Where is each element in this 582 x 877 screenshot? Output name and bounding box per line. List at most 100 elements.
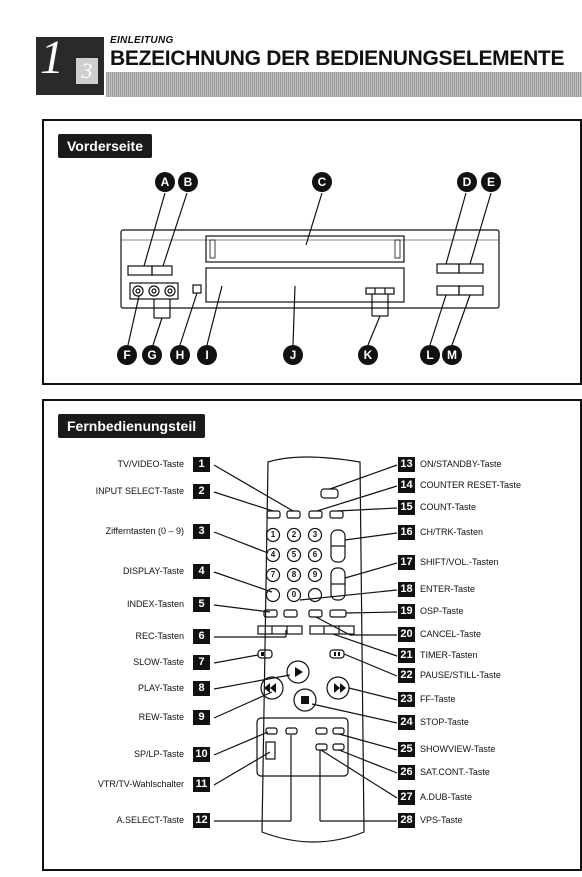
num-14: 14	[398, 478, 415, 493]
callout-g: G	[142, 345, 162, 365]
num-28: 28	[398, 813, 415, 828]
num-11: 11	[193, 777, 210, 792]
lower-compartment	[256, 717, 349, 777]
label-play: PLAY-Taste	[137, 683, 184, 693]
a-select-button	[285, 727, 298, 735]
keypad-digit-6: 6	[312, 550, 318, 559]
chapter-number: 1	[40, 31, 64, 84]
label-tv-video: TV/VIDEO-Taste	[117, 459, 184, 469]
label-shift-vol: SHIFT/VOL.-Tasten	[420, 557, 499, 567]
num-15: 15	[398, 500, 415, 515]
rec-buttons	[257, 625, 303, 635]
play-button	[286, 660, 310, 684]
num-20: 20	[398, 627, 415, 642]
label-count: COUNT-Taste	[420, 502, 477, 512]
rew-button	[260, 676, 284, 700]
num-5: 5	[193, 597, 210, 612]
av-jack-2	[148, 285, 160, 297]
num-26: 26	[398, 765, 415, 780]
sp-lp-button	[265, 727, 278, 735]
section-label: EINLEITUNG	[110, 35, 174, 46]
keypad-digit-0: 0	[291, 590, 297, 599]
callout-e: E	[481, 172, 501, 192]
chapter-sub-number: 3	[76, 58, 98, 84]
front-panel-title: Vorderseite	[58, 134, 152, 158]
num-21: 21	[398, 648, 415, 663]
keypad-digit-3: 3	[312, 530, 318, 539]
num-23: 23	[398, 692, 415, 707]
num-16: 16	[398, 525, 415, 540]
num-10: 10	[193, 747, 210, 762]
sat-cont-button	[332, 743, 345, 751]
av-jack-3	[164, 285, 176, 297]
num-27: 27	[398, 790, 415, 805]
keypad-digit-5: 5	[291, 550, 297, 559]
showview2-button	[332, 727, 345, 735]
keypad-digit-1: 1	[270, 530, 276, 539]
keypad-digit-2: 2	[291, 530, 297, 539]
page-title: BEZEICHNUNG DER BEDIENUNGSELEMENTE	[110, 47, 565, 70]
remote-body	[261, 456, 365, 843]
label-cancel: CANCEL-Taste	[420, 629, 482, 639]
label-index: INDEX-Tasten	[126, 599, 184, 609]
vcr-right-button-e	[458, 263, 484, 274]
pause-still-button	[329, 649, 345, 659]
label-display: DISPLAY-Taste	[122, 566, 184, 576]
keypad-digit-8: 8	[291, 570, 297, 579]
showview-button	[315, 727, 328, 735]
remote-panel-title: Fernbedienungsteil	[58, 414, 206, 438]
num-3: 3	[193, 524, 210, 539]
tracking-buttons	[365, 287, 395, 295]
tv-video-button	[286, 510, 301, 519]
stop-button	[293, 688, 317, 712]
num-2: 2	[193, 484, 210, 499]
num-6: 6	[193, 629, 210, 644]
label-pause-still: PAUSE/STILL-Taste	[420, 670, 501, 680]
vtr-tv-switch	[265, 741, 276, 760]
label-sat-cont: SAT.CONT.-Taste	[420, 767, 490, 777]
keypad-digit-4: 4	[270, 550, 276, 559]
num-18: 18	[398, 582, 415, 597]
num-4: 4	[193, 564, 210, 579]
num-25: 25	[398, 742, 415, 757]
label-timer: TIMER-Tasten	[420, 650, 478, 660]
label-vtr-tv: VTR/TV-Wahlschalter	[97, 779, 184, 789]
num-22: 22	[398, 668, 415, 683]
label-sp-lp: SP/LP-Taste	[133, 749, 184, 759]
callout-h: H	[170, 345, 190, 365]
label-a-dub: A.DUB-Taste	[420, 792, 473, 802]
num-8: 8	[193, 681, 210, 696]
vcr-right-button-m	[458, 285, 484, 296]
label-stop: STOP-Taste	[420, 717, 469, 727]
label-osp: OSP-Taste	[420, 606, 464, 616]
label-ch-trk: CH/TRK-Tasten	[420, 527, 484, 537]
num-13: 13	[398, 457, 415, 472]
front-panel	[42, 119, 582, 385]
index-plus-button	[283, 609, 298, 618]
standby-button	[320, 488, 339, 499]
label-vps: VPS-Taste	[420, 815, 463, 825]
count-button	[329, 510, 344, 519]
callout-c: C	[312, 172, 332, 192]
callout-d: D	[457, 172, 477, 192]
vps-button	[315, 743, 328, 751]
remote-panel	[42, 399, 582, 871]
num-17: 17	[398, 555, 415, 570]
callout-i: I	[197, 345, 217, 365]
callout-a: A	[155, 172, 175, 192]
av-jack-1	[132, 285, 144, 297]
callout-k: K	[358, 345, 378, 365]
keypad-circles	[265, 527, 323, 603]
num-24: 24	[398, 715, 415, 730]
keypad-digit-9: 9	[312, 570, 318, 579]
callout-m: M	[442, 345, 462, 365]
num-7: 7	[193, 655, 210, 670]
label-slow: SLOW-Taste	[133, 657, 184, 667]
num-9: 9	[193, 710, 210, 725]
callout-b: B	[178, 172, 198, 192]
callout-f: F	[117, 345, 137, 365]
label-showview: SHOWVIEW-Taste	[420, 744, 496, 754]
counter-reset-button	[308, 510, 323, 519]
